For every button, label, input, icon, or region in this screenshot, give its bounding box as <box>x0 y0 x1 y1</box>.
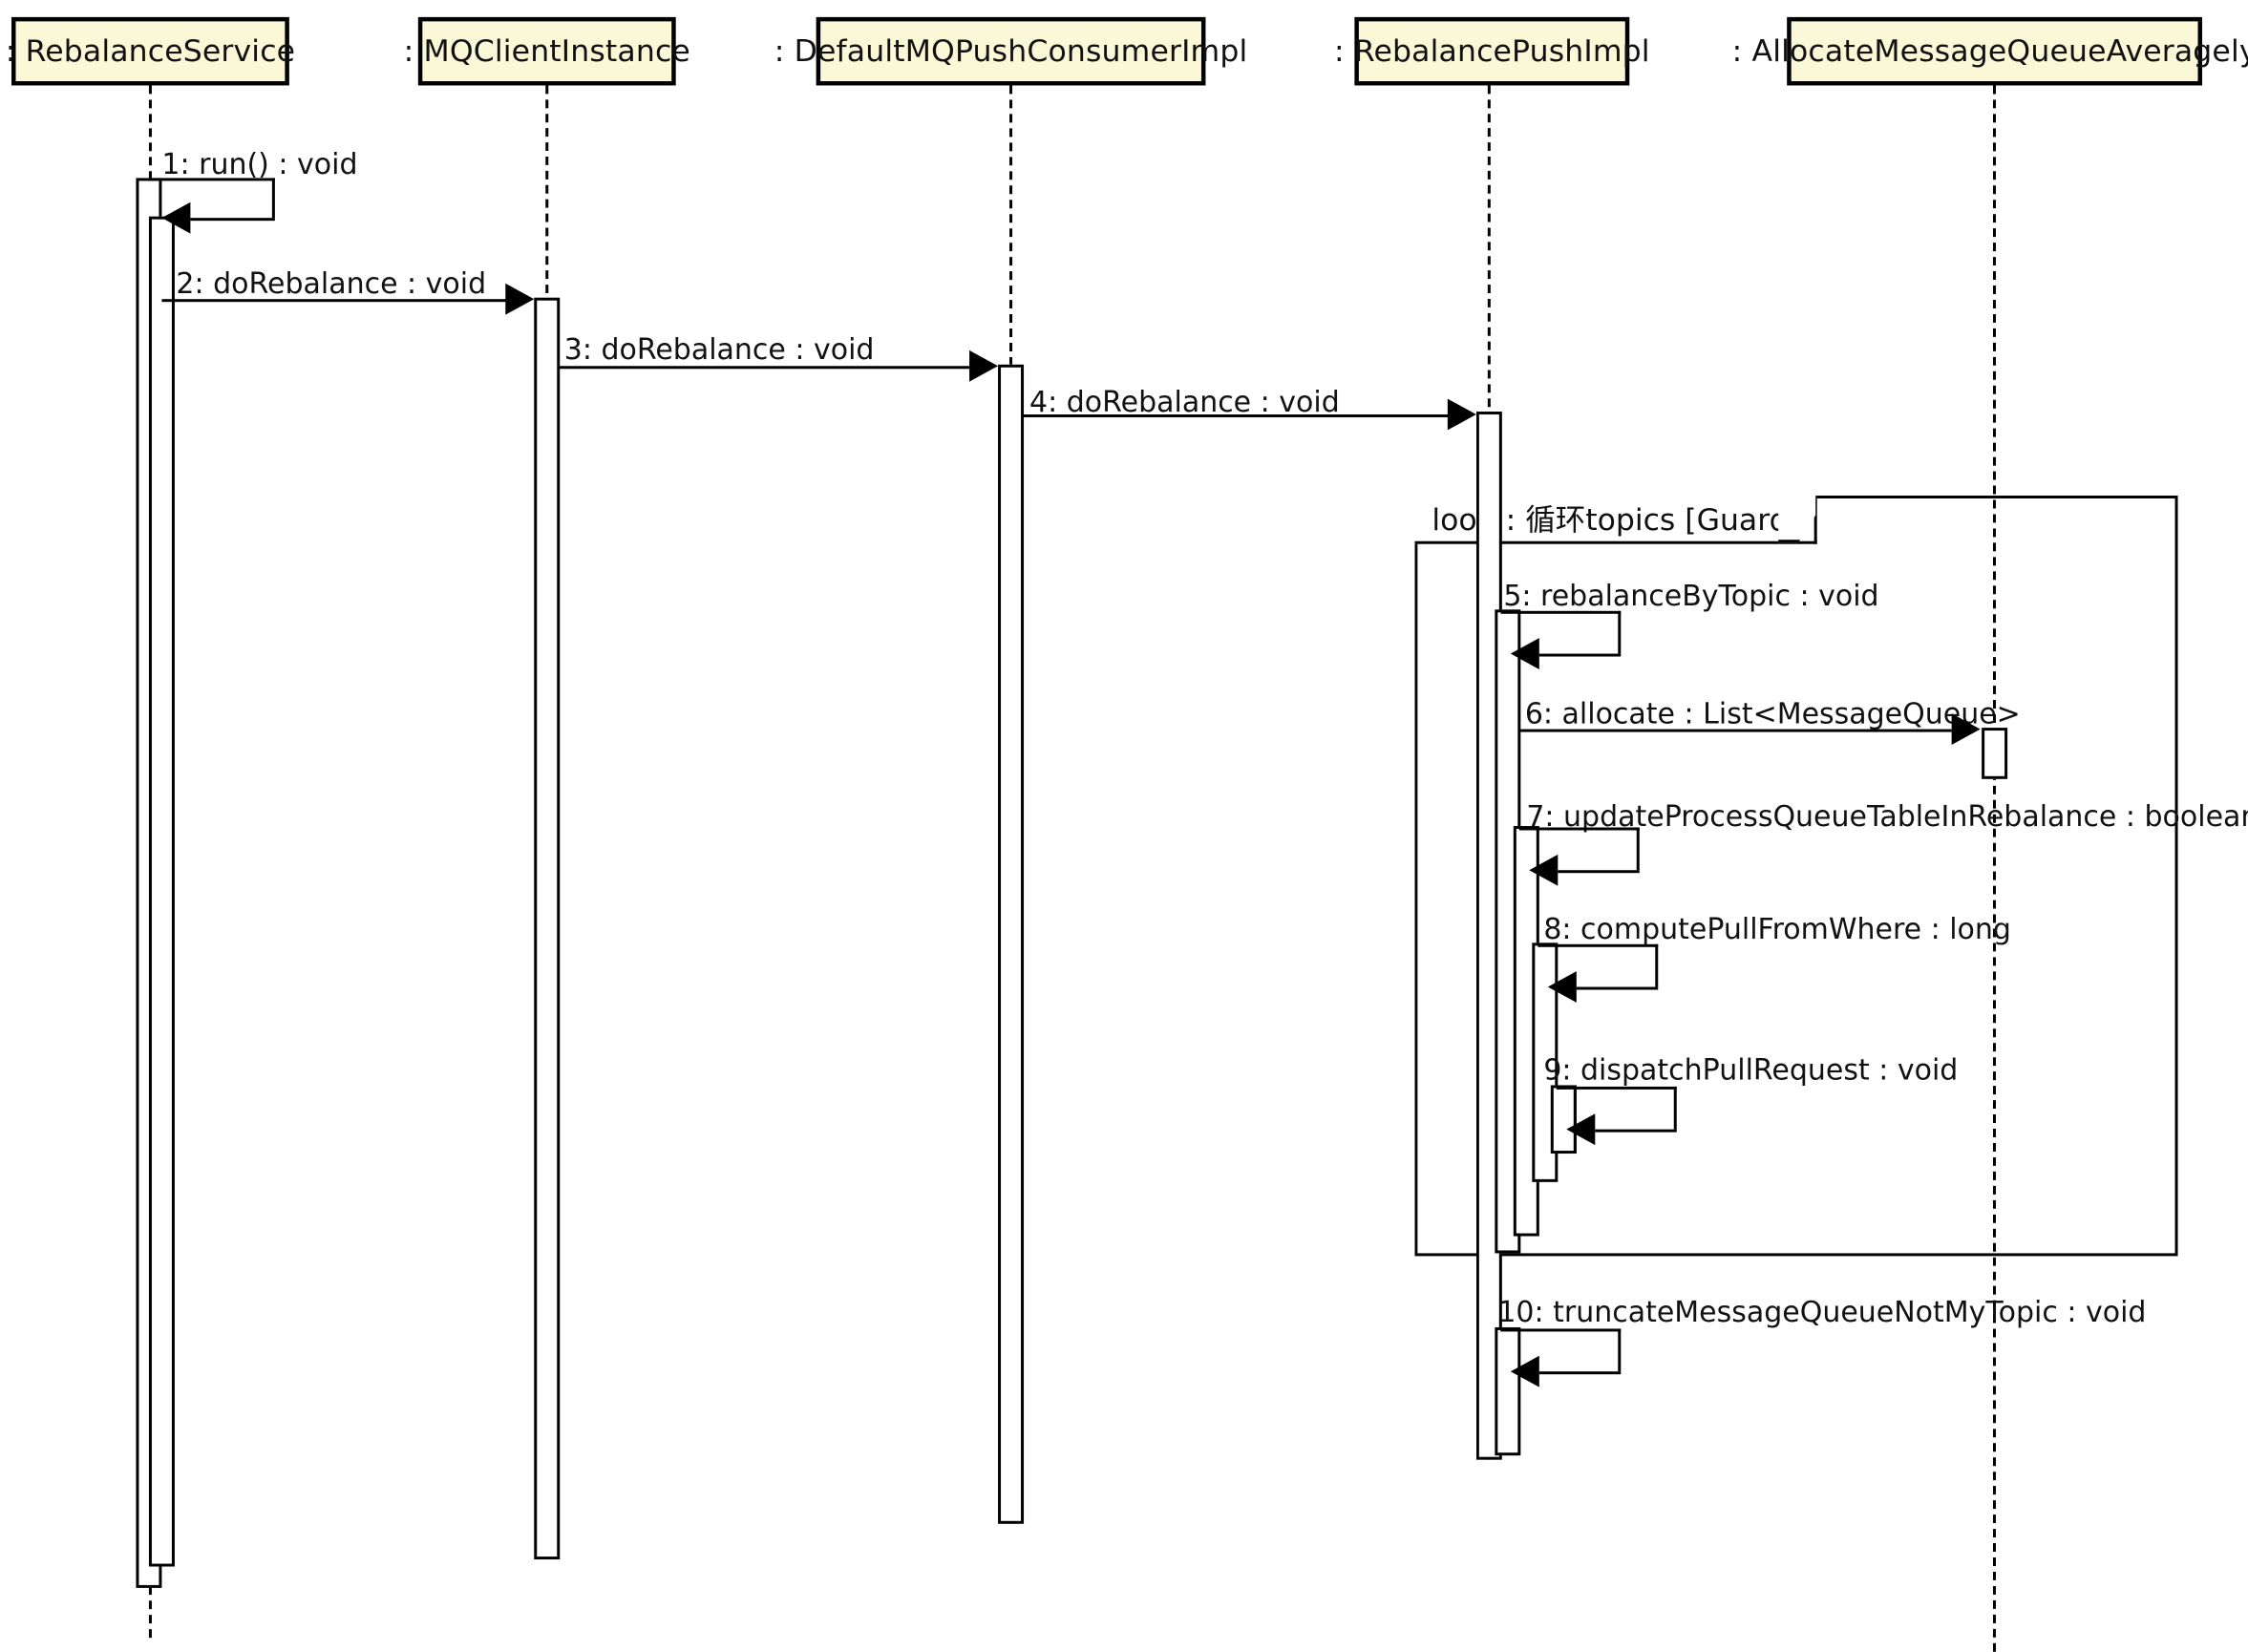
lifeline-allocatemessagequeueaveragely <box>1993 85 1997 1652</box>
activation-mqclientinstance <box>534 297 561 1560</box>
message-9-turn <box>1673 1086 1677 1130</box>
message-1-turn <box>271 178 275 219</box>
fragment-operator-label: loop : 循环topics [Guard] <box>1414 496 1817 544</box>
message-8-arrowhead <box>1547 971 1577 1003</box>
message-5-turn <box>1618 610 1622 654</box>
message-6-line <box>1518 729 1952 732</box>
message-2-arrowhead <box>505 283 535 315</box>
activation-rebalanceservice-nested <box>148 216 175 1567</box>
message-1-out <box>148 178 275 181</box>
message-3-line <box>558 366 982 370</box>
message-label-4: 4: doRebalance : void <box>1029 384 1340 419</box>
message-9-out <box>1556 1086 1677 1090</box>
lifeline-label: : RebalancePushImpl <box>1333 33 1650 69</box>
message-8-return <box>1576 986 1659 990</box>
message-label-1: 1: run() : void <box>161 146 358 181</box>
message-5-return <box>1538 653 1622 657</box>
fragment-notch <box>1778 495 1815 543</box>
message-10-arrowhead <box>1510 1355 1539 1387</box>
lifeline-header-rebalancepushimpl[interactable]: : RebalancePushImpl <box>1334 16 1650 86</box>
message-label-5: 5: rebalanceByTopic : void <box>1503 578 1879 613</box>
message-1-arrowhead <box>161 201 191 234</box>
message-7-return <box>1558 870 1640 874</box>
message-7-turn <box>1636 827 1640 871</box>
message-6-arrowhead <box>1951 713 1981 745</box>
lifeline-label: : RebalanceService <box>5 33 296 69</box>
activation-allocatemessagequeueaveragely <box>1982 728 2008 779</box>
message-4-arrowhead <box>1447 398 1476 431</box>
message-5-out <box>1500 610 1622 614</box>
lifeline-label: : DefaultMQPushConsumerImpl <box>774 33 1248 69</box>
lifeline-header-allocatemessagequeueaveragely[interactable]: : AllocateMessageQueueAveragely <box>1732 16 2248 86</box>
message-1-return <box>190 218 275 222</box>
message-9-arrowhead <box>1566 1113 1596 1146</box>
message-label-3: 3: doRebalance : void <box>563 331 875 367</box>
message-4-line <box>1022 413 1459 417</box>
activation-rebalancepushimpl-truncate <box>1495 1326 1521 1456</box>
lifeline-label: : MQClientInstance <box>403 33 690 69</box>
message-label-2: 2: doRebalance : void <box>176 265 487 301</box>
message-10-return <box>1538 1371 1622 1375</box>
lifeline-label: : AllocateMessageQueueAveragely <box>1731 33 2248 69</box>
message-7-out <box>1518 827 1640 831</box>
message-7-arrowhead <box>1529 854 1559 886</box>
message-label-8: 8: computePullFromWhere : long <box>1543 911 2011 946</box>
message-label-6: 6: allocate : List<MessageQueue> <box>1524 696 2021 731</box>
message-label-10: 10: truncateMessageQueueNotMyTopic : voi… <box>1497 1294 2147 1329</box>
lifeline-header-rebalanceservice[interactable]: : RebalanceService <box>6 16 295 86</box>
message-3-arrowhead <box>969 349 999 382</box>
message-9-return <box>1595 1129 1677 1133</box>
message-2-line <box>161 299 518 303</box>
lifeline-header-mqclientinstance[interactable]: : MQClientInstance <box>404 16 690 86</box>
message-5-arrowhead <box>1510 638 1539 669</box>
message-8-turn <box>1655 943 1659 987</box>
message-10-out <box>1500 1328 1622 1332</box>
message-label-9: 9: dispatchPullRequest : void <box>1543 1052 1959 1087</box>
message-8-out <box>1538 943 1659 947</box>
lifeline-header-defaultmqpushconsumerimpl[interactable]: : DefaultMQPushConsumerImpl <box>774 16 1247 86</box>
message-label-7: 7: updateProcessQueueTableInRebalance : … <box>1526 798 2248 834</box>
message-10-turn <box>1618 1328 1622 1372</box>
activation-defaultmqpushconsumerimpl <box>998 364 1025 1524</box>
